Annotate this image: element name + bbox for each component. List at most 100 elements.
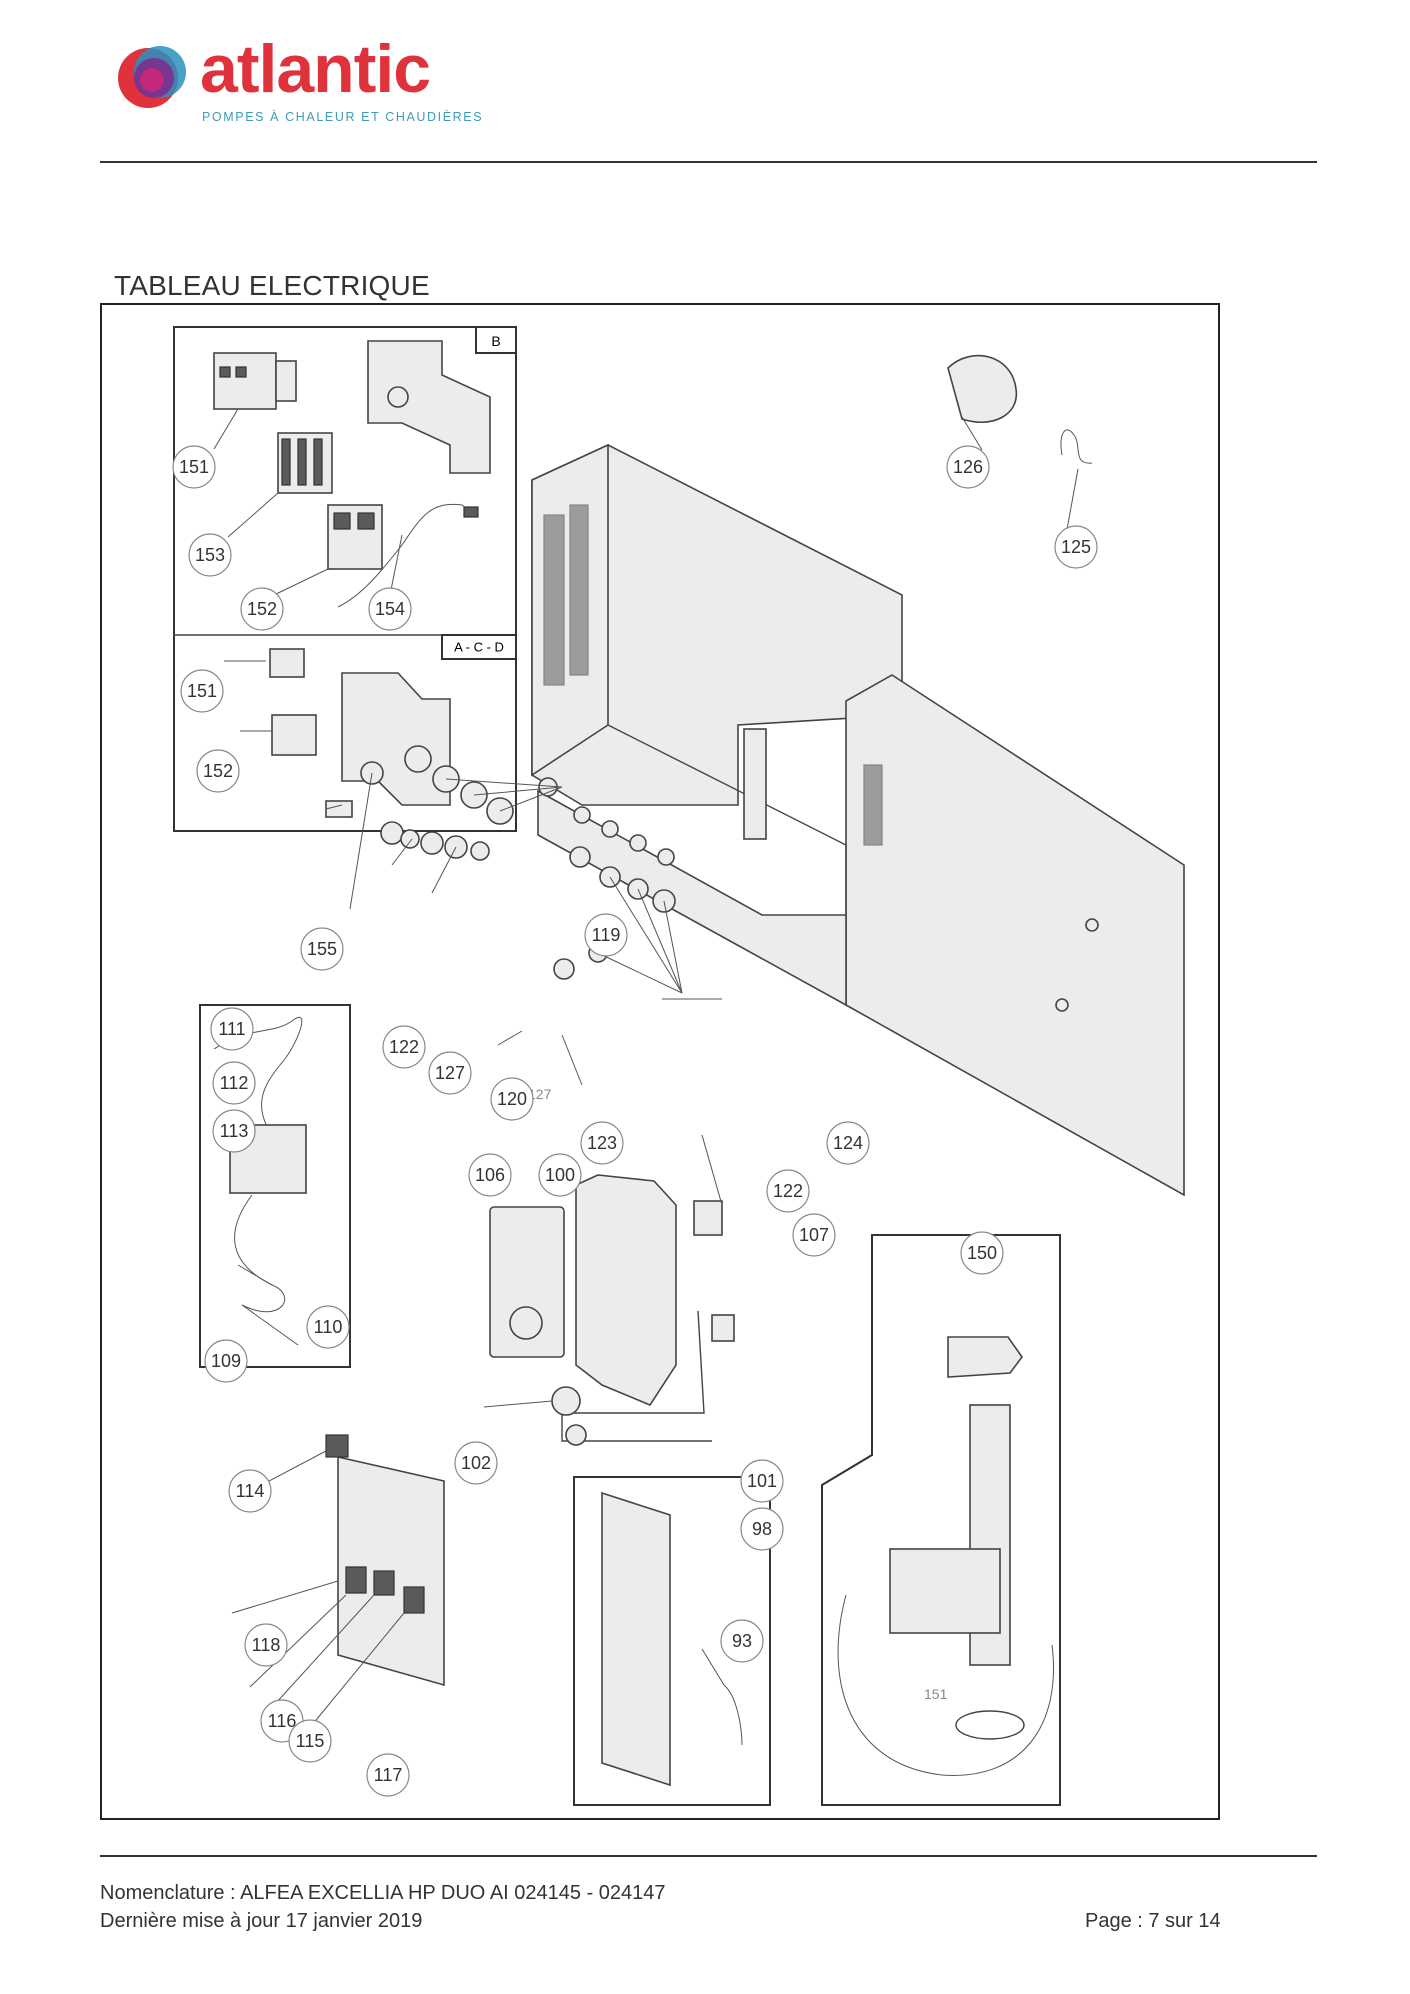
tag-acd: A - C - D	[454, 640, 504, 655]
svg-text:154: 154	[375, 599, 405, 619]
diagram-illustration: B A - C - D	[172, 326, 1185, 1806]
callout-122-left: 122	[382, 1025, 426, 1069]
pcb-98-part	[601, 1491, 671, 1787]
svg-text:125: 125	[1061, 537, 1091, 557]
section-title: TABLEAU ELECTRIQUE	[114, 270, 430, 301]
callout-152-b: 152	[240, 587, 284, 631]
grey-label-127: 127	[528, 1086, 552, 1102]
relay-114-part	[325, 1434, 349, 1458]
terminal-117-part	[403, 1586, 425, 1614]
callout-151-b: 151	[172, 445, 216, 489]
svg-text:155: 155	[307, 939, 337, 959]
callout-109: 109	[204, 1339, 248, 1383]
svg-text:110: 110	[314, 1317, 343, 1337]
leader-lines	[213, 408, 1079, 1726]
callout-101: 101	[740, 1459, 784, 1503]
mounting-bracket-part	[367, 340, 491, 474]
connector-101-part	[711, 1314, 735, 1342]
electrical-cabinet	[531, 443, 1185, 1197]
cable-glands	[325, 745, 676, 980]
callout-118: 118	[244, 1623, 288, 1667]
relay-small-part	[269, 648, 305, 678]
callout-124: 124	[826, 1121, 870, 1165]
callout-127: 127	[428, 1051, 472, 1095]
svg-text:119: 119	[592, 925, 621, 945]
knob-small-part	[565, 1424, 587, 1446]
cable-part	[337, 503, 471, 608]
callout-113: 113	[212, 1109, 256, 1153]
callout-154: 154	[368, 587, 412, 631]
callout-115: 115	[288, 1719, 332, 1763]
svg-text:150: 150	[967, 1243, 997, 1263]
callout-126: 126	[946, 445, 990, 489]
callout-119: 119	[584, 913, 628, 957]
header-divider	[100, 161, 1317, 163]
callout-153: 153	[188, 533, 232, 577]
callout-111: 111	[210, 1007, 254, 1051]
cable-connector-part	[463, 506, 479, 518]
sensor-93-part	[723, 1684, 743, 1746]
board-107-part	[693, 1200, 723, 1236]
contactor-part	[327, 504, 383, 570]
callout-150: 150	[960, 1231, 1004, 1275]
brand-tagline: POMPES À CHALEUR ET CHAUDIÈRES	[202, 110, 484, 124]
svg-text:111: 111	[218, 1019, 245, 1039]
brand-logo: atlantic POMPES À CHALEUR ET CHAUDIÈRES	[112, 31, 492, 138]
callout-110: 110	[306, 1305, 350, 1349]
svg-text:122: 122	[389, 1037, 419, 1057]
svg-text:102: 102	[461, 1453, 491, 1473]
callout-122-right: 122	[766, 1169, 810, 1213]
svg-text:100: 100	[545, 1165, 575, 1185]
svg-text:109: 109	[211, 1351, 241, 1371]
svg-text:124: 124	[833, 1133, 863, 1153]
svg-text:152: 152	[203, 761, 233, 781]
callout-93: 93	[720, 1619, 764, 1663]
seal-ring-part	[955, 1710, 1025, 1740]
logo-mark-icon	[118, 46, 186, 108]
callout-152-acd: 152	[196, 749, 240, 793]
svg-text:106: 106	[475, 1165, 505, 1185]
callout-155: 155	[300, 927, 344, 971]
mounting-frame-part	[575, 1174, 677, 1406]
tag-box-b	[475, 326, 517, 354]
contactor-block-part	[277, 432, 333, 494]
footer-nomenclature: Nomenclature : ALFEA EXCELLIA HP DUO AI …	[100, 1882, 666, 1904]
callout-125: 125	[1054, 525, 1098, 569]
terminal-116-part	[345, 1566, 367, 1594]
heater-inset-151	[889, 1548, 1001, 1634]
svg-text:120: 120	[497, 1089, 527, 1109]
svg-text:107: 107	[799, 1225, 829, 1245]
svg-text:152: 152	[247, 599, 277, 619]
heater-cable-part	[837, 1594, 1054, 1776]
knob-102-part	[551, 1386, 581, 1416]
svg-text:113: 113	[220, 1121, 249, 1141]
callout-107: 107	[792, 1213, 836, 1257]
svg-text:126: 126	[953, 457, 983, 477]
cover-part	[947, 354, 1018, 424]
footer-updated: Dernière mise à jour 17 janvier 2019	[100, 1910, 423, 1932]
inset-box-heater	[821, 1234, 1061, 1806]
exploded-parts-diagram: B A - C - D	[100, 303, 1220, 1820]
contactor-small-part	[271, 714, 317, 756]
svg-text:117: 117	[374, 1765, 403, 1785]
relay-part	[213, 352, 297, 410]
callout-151-acd: 151	[180, 669, 224, 713]
svg-text:123: 123	[587, 1133, 617, 1153]
svg-text:127: 127	[435, 1063, 465, 1083]
sensor-probe-part	[1060, 429, 1093, 464]
tag-box-acd	[441, 634, 517, 660]
svg-text:112: 112	[220, 1073, 249, 1093]
svg-text:98: 98	[752, 1519, 772, 1539]
callout-98: 98	[740, 1507, 784, 1551]
svg-text:115: 115	[296, 1731, 325, 1751]
callout-112: 112	[212, 1061, 256, 1105]
footer-divider	[100, 1855, 1317, 1857]
callout-123: 123	[580, 1121, 624, 1165]
callout-102: 102	[454, 1441, 498, 1485]
svg-text:118: 118	[252, 1635, 281, 1655]
svg-text:122: 122	[773, 1181, 803, 1201]
callout-114: 114	[228, 1469, 272, 1513]
callout-106: 106	[468, 1153, 512, 1197]
svg-text:116: 116	[268, 1711, 297, 1731]
svg-text:153: 153	[195, 545, 225, 565]
